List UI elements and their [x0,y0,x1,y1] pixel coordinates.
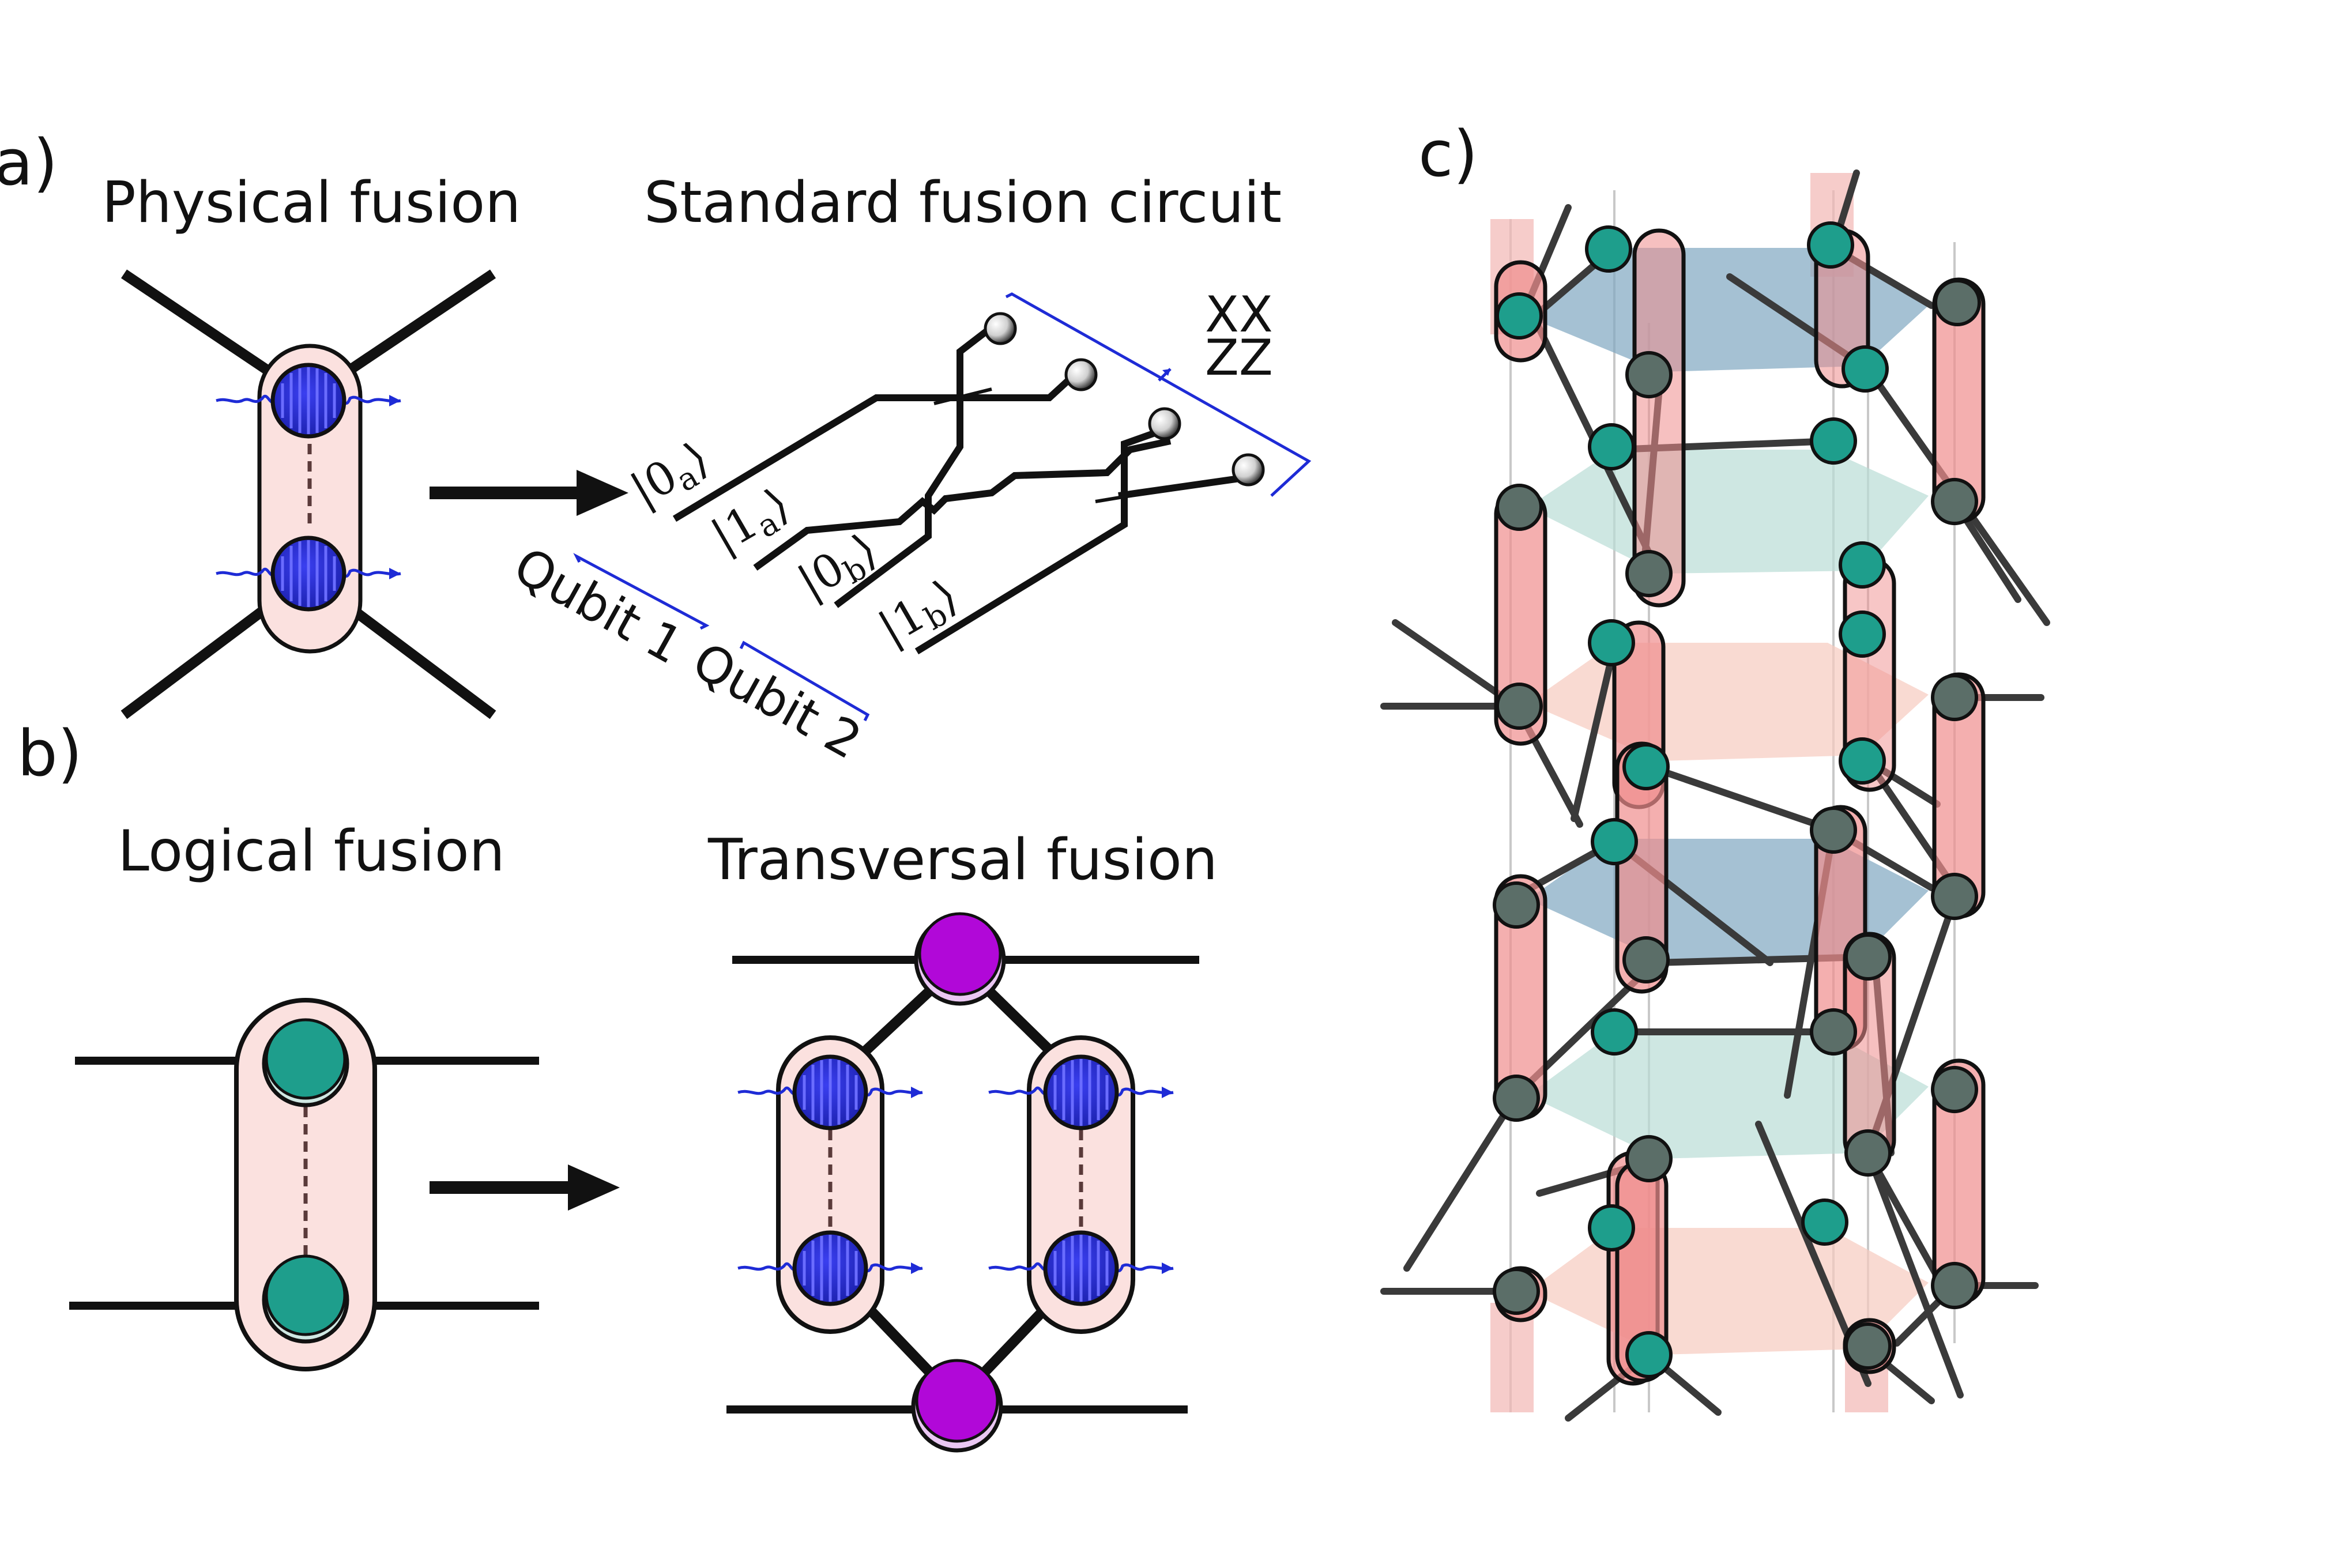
detector-icon [1232,453,1265,487]
fusion-node [913,1360,1001,1450]
photon-icon [273,538,344,609]
lattice-plate [1528,450,1929,574]
title-transversal-fusion: Transversal fusion [707,827,1218,893]
lattice-node [1497,223,1887,1377]
transversal-fusion-diagram [726,914,1199,1450]
title-standard-fusion-circuit: Standard fusion circuit [644,170,1282,236]
photon-icon [1045,1057,1117,1128]
fusion-circuit: XX ZZ [672,286,1312,655]
lattice-plate [1528,1032,1929,1159]
arrow-icon [430,470,628,516]
logical-qubit-node [264,1256,347,1341]
qubit-1-label: Qubit 1 [504,537,692,676]
panel-label-b: b) [17,717,82,790]
arrow-icon [430,1164,620,1211]
fusion-node [916,914,1004,1004]
detector-icon [1148,407,1181,440]
detector-icon [1064,358,1098,391]
physical-fusion-diagram [120,269,496,719]
input-state-0a: |0a⟩ [623,432,720,521]
photon-icon [794,1057,866,1128]
measurement-xx: XX [1205,286,1273,344]
svg-text:Qubit 1: Qubit 1 [504,537,692,676]
measurement-zz: ZZ [1205,329,1273,387]
title-physical-fusion: Physical fusion [102,170,521,236]
fusion-lattice-3d [1380,169,2050,1422]
logical-fusion-diagram [69,998,539,1371]
photon-icon [1045,1232,1117,1304]
photon-icon [273,365,344,436]
title-logical-fusion: Logical fusion [118,819,505,884]
logical-qubit-node [264,1020,347,1105]
panel-label-a: a) [0,126,58,199]
photon-icon [794,1232,866,1304]
panel-label-c: c) [1418,117,1478,191]
detector-icon [984,312,1017,345]
svg-text:|0a⟩: |0a⟩ [623,432,720,521]
